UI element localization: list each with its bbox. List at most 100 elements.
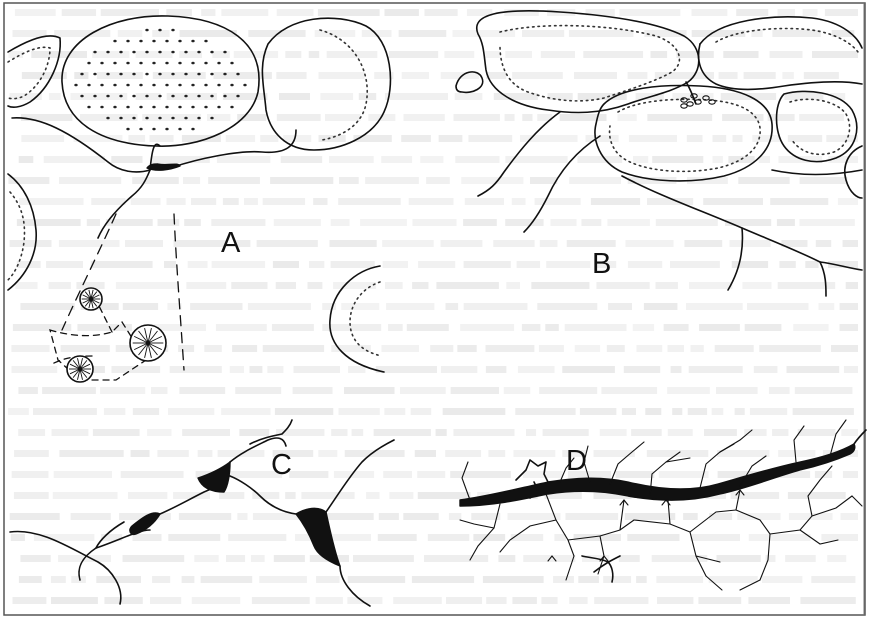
stipple-dot (145, 51, 148, 54)
stipple-dot (93, 51, 96, 54)
stipple-dot (171, 117, 174, 120)
stipple-dot (184, 51, 187, 54)
cell-wall-segment (852, 496, 862, 506)
stipple-dot (236, 95, 239, 98)
stipple-dot (197, 73, 200, 76)
cell-wall-segment (462, 462, 470, 500)
wall-tip (548, 556, 556, 561)
cell-wall-segment (546, 494, 574, 556)
cell-wall-segment (706, 576, 722, 590)
stipple-dot (191, 40, 194, 43)
stipple-dot (204, 40, 207, 43)
stipple-dot (158, 117, 161, 120)
stipple-dot (145, 117, 148, 120)
stipple-dot (145, 73, 148, 76)
stipple-dot (197, 51, 200, 54)
stipple-dot (204, 62, 207, 65)
stipple-dot (106, 117, 109, 120)
stipple-dot (158, 29, 161, 32)
stipple-dot (100, 62, 103, 65)
stipple-dot (191, 128, 194, 131)
panel-b-drawing (456, 11, 862, 296)
stipple-dot (184, 117, 187, 120)
stipple-dot (113, 106, 116, 109)
stipple-dot (87, 106, 90, 109)
stipple-dot (197, 117, 200, 120)
stipple-dot (126, 128, 129, 131)
stipple-dot (119, 51, 122, 54)
druse-core (146, 341, 150, 345)
cell-wall-segment (770, 496, 812, 534)
cell-wall-segment (500, 520, 556, 552)
panel-a-drawing (8, 16, 390, 380)
stipple-dot (132, 73, 135, 76)
cell-wall-segment (690, 510, 736, 532)
junction-granule (681, 104, 687, 108)
stipple-dot (132, 117, 135, 120)
stipple-dot (113, 40, 116, 43)
cell-wall-segment (812, 496, 852, 516)
stipple-dot (93, 73, 96, 76)
stipple-dot (191, 106, 194, 109)
stipple-dot (178, 84, 181, 87)
stipple-dot (204, 106, 207, 109)
stipple-dot (106, 73, 109, 76)
stipple-dot (106, 51, 109, 54)
panel-c-drawing (10, 420, 394, 606)
stipple-dot (139, 62, 142, 65)
stipple-dot (113, 62, 116, 65)
stipple-dot (106, 95, 109, 98)
stipple-dot (217, 62, 220, 65)
cell-wall-segment (794, 426, 804, 462)
stipple-dot (204, 84, 207, 87)
stipple-dot (139, 40, 142, 43)
stipple-dot (197, 95, 200, 98)
stipple-dot (139, 106, 142, 109)
cell-wall-segment (470, 504, 500, 560)
stipple-dot (158, 73, 161, 76)
stipple-dot (126, 62, 129, 65)
cell-wall-segment (720, 430, 752, 452)
stipple-dot (165, 84, 168, 87)
stipple-dot (178, 40, 181, 43)
cell-wall-segment (760, 534, 770, 580)
stipple-dot (158, 51, 161, 54)
cell-wall-segment (566, 556, 574, 580)
cell-wall-segment (696, 556, 720, 562)
panel-label-d: D (566, 445, 587, 477)
stipple-dot (165, 128, 168, 131)
stipple-dot (223, 73, 226, 76)
junction-granule (687, 102, 693, 106)
stipple-dot (119, 73, 122, 76)
cell-wall-segment (800, 530, 838, 544)
stipple-dot (217, 84, 220, 87)
stipple-dot (210, 51, 213, 54)
stipple-dot (152, 62, 155, 65)
stipple-dot (119, 117, 122, 120)
stipple-dot (126, 84, 129, 87)
stipple-dot (145, 95, 148, 98)
stipple-dot (139, 128, 142, 131)
stipple-dot (184, 95, 187, 98)
cell-wall-segment (634, 520, 690, 532)
stipple-dot (171, 73, 174, 76)
stipple-dot (171, 51, 174, 54)
druse-core (78, 367, 82, 371)
stipple-dot (152, 128, 155, 131)
stipple-dot (191, 84, 194, 87)
cell-wall-segment (808, 466, 832, 496)
stipple-dot (87, 62, 90, 65)
stipple-dot (132, 95, 135, 98)
stipple-dot (165, 62, 168, 65)
stipple-dot (113, 84, 116, 87)
stipple-dot (230, 106, 233, 109)
stipple-dot (178, 128, 181, 131)
stipple-dot (132, 51, 135, 54)
cell-wall-segment (740, 580, 760, 590)
stipple-dot (152, 40, 155, 43)
panel-d-drawing (460, 420, 866, 590)
stipple-dot (178, 62, 181, 65)
cell-wall-segment (690, 532, 706, 576)
